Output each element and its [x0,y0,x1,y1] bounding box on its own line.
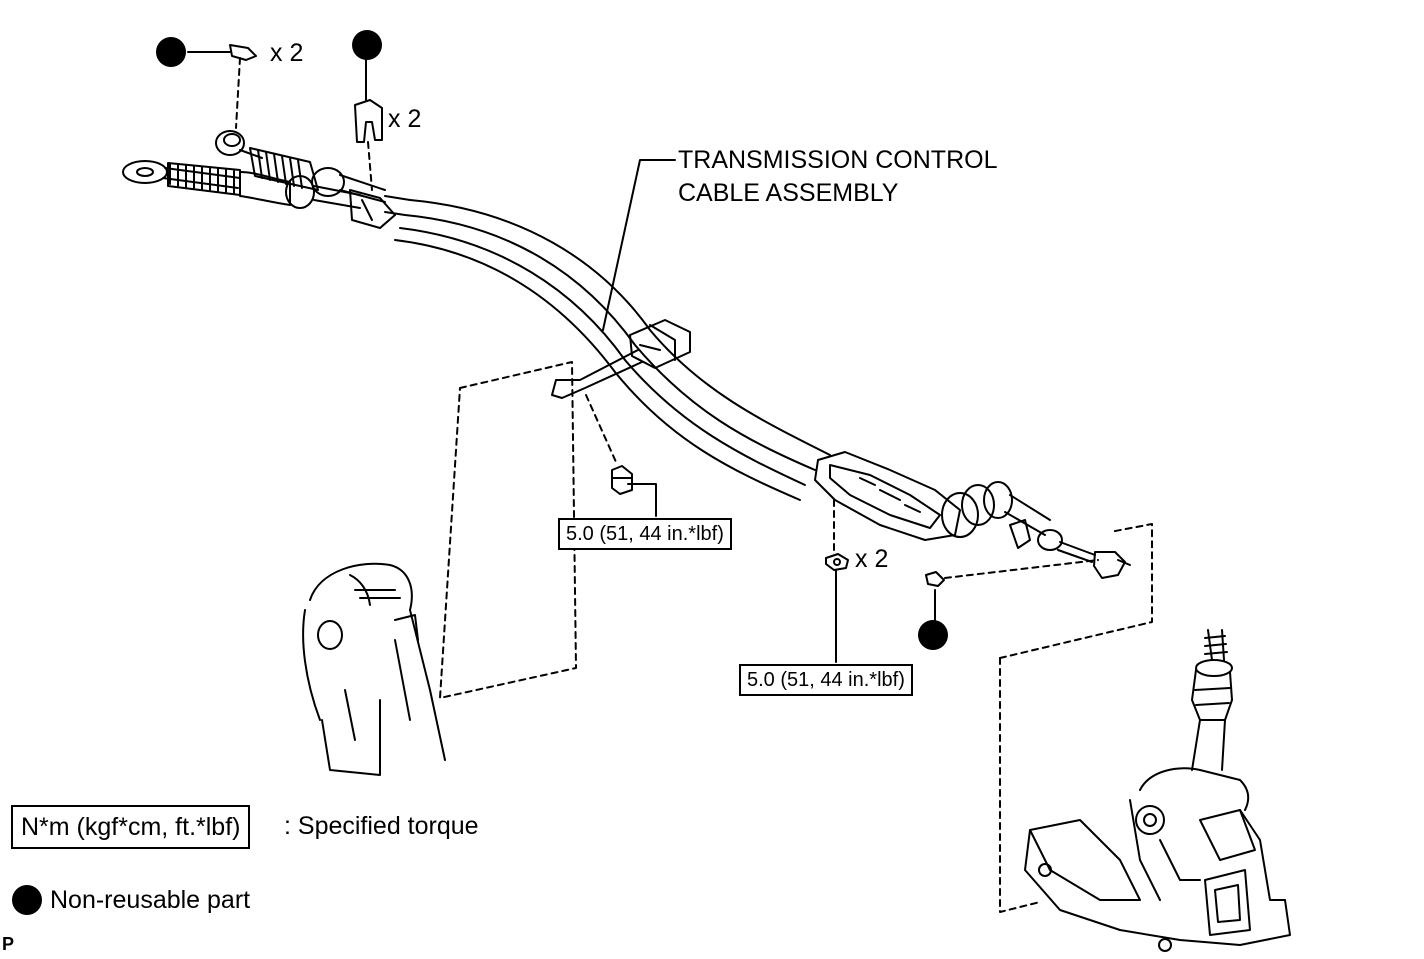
cable-bracket-lower [814,451,961,541]
legend-nonreusable-desc: Non-reusable part [50,886,251,914]
cable-end-rod-upper [215,130,263,159]
legend-torque-unit: N*m (kgf*cm, ft.*lbf) [11,805,251,849]
cable-lower-sheath [394,227,806,501]
clamp-bracket-arm [551,349,643,399]
nonreusable-dot-clip-top [156,37,186,67]
qty-clip-mid-label: x 2 [388,105,422,133]
torque-bolt-box: 5.0 (51, 44 in.*lbf) [558,518,732,550]
torque-nut-box: 5.0 (51, 44 in.*lbf) [739,664,913,696]
legend-torque-desc: : Specified torque [284,812,479,840]
cable-clamp-mid [629,319,691,369]
assembly-name-line1: TRANSMISSION CONTROL [678,146,998,174]
corner-mark: P [2,934,15,954]
shift-lever-assembly [1024,629,1291,952]
bellows-upper [249,147,386,203]
cable-upper-sheath [404,199,831,471]
transaxle-bracket [302,562,446,776]
clip-mid-icon [354,99,383,143]
nonreusable-dot-clip-mid [352,30,382,60]
assembly-name-line2: CABLE ASSEMBLY [678,179,899,207]
bellows-left [167,162,361,209]
nut-icon [825,553,849,571]
qty-nut-label: x 2 [855,545,889,573]
legend-nonreusable-dot [12,885,42,915]
clip-top-icon [229,44,257,61]
cable-end-lower [941,481,1131,579]
bolt-icon [611,465,633,495]
nonreusable-dot-clip-lower [918,620,948,650]
clip-lower-icon [925,571,945,587]
cable-bracket-upper [349,189,396,229]
qty-clip-top-label: x 2 [270,39,304,67]
